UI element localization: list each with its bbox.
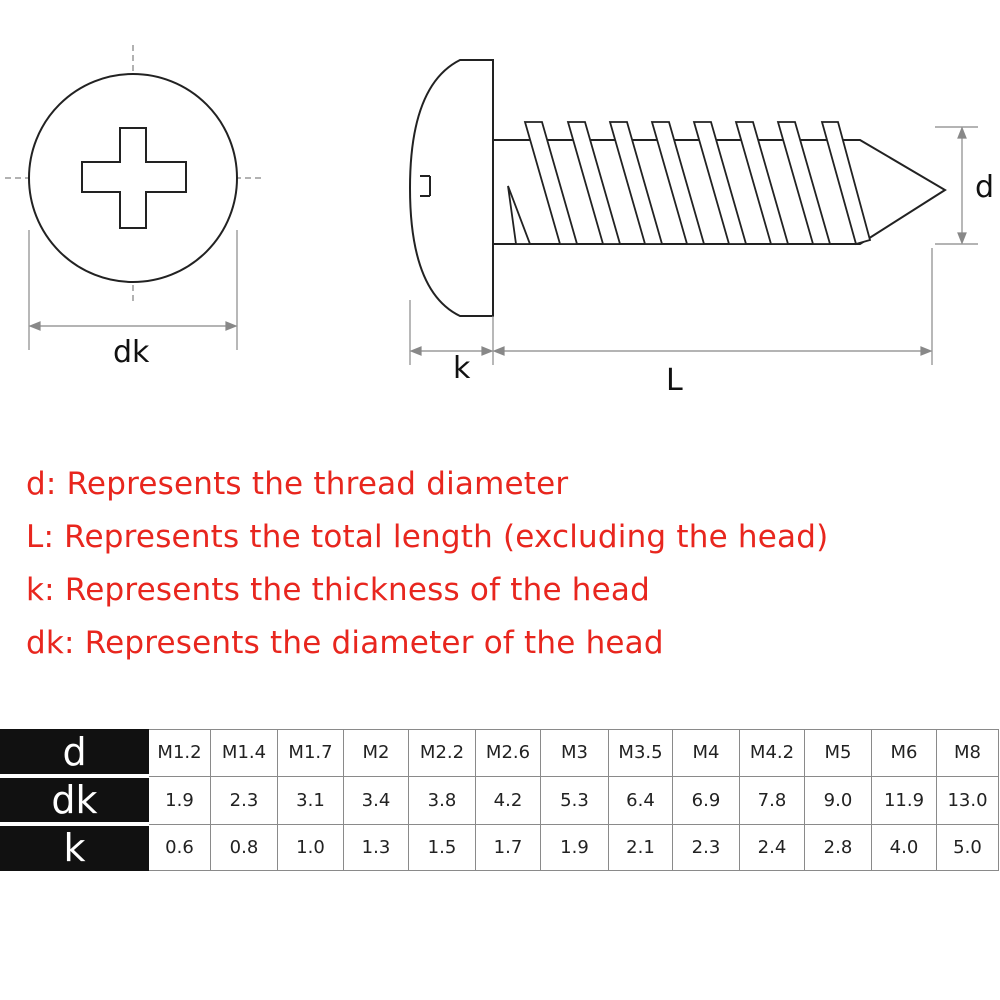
row-header-dk: dk xyxy=(0,775,149,826)
table-cell: 4.0 xyxy=(871,823,937,871)
table-cell: 2.4 xyxy=(739,823,805,871)
table-cell: M1.2 xyxy=(148,729,211,777)
table-cell: 2.3 xyxy=(672,823,740,871)
table-cell: M1.4 xyxy=(210,729,278,777)
table-cell: 4.2 xyxy=(475,775,541,825)
table-cell: 1.9 xyxy=(540,823,609,871)
screw-threads xyxy=(507,121,872,246)
table-cell: M2.2 xyxy=(408,729,476,777)
table-cell: M4.2 xyxy=(739,729,805,777)
table-cell: 5.0 xyxy=(936,823,999,871)
dk-label: dk xyxy=(113,335,150,370)
table-cell: 5.3 xyxy=(540,775,609,825)
table-cell: 9.0 xyxy=(804,775,872,825)
screw-side-view xyxy=(408,59,947,317)
table-cell: M2 xyxy=(343,729,409,777)
phillips-cross-recess xyxy=(81,127,187,229)
table-cell: 1.9 xyxy=(148,775,211,825)
table-cell: 0.6 xyxy=(148,823,211,871)
table-cell: 6.9 xyxy=(672,775,740,825)
table-cell: 13.0 xyxy=(936,775,999,825)
table-cell: 11.9 xyxy=(871,775,937,825)
table-cell: 0.8 xyxy=(210,823,278,871)
k-and-l-dimension-lines xyxy=(409,248,933,365)
table-cell: M4 xyxy=(672,729,740,777)
table-cell: 3.4 xyxy=(343,775,409,825)
row-header-k: k xyxy=(0,823,149,871)
screw-head-top-view xyxy=(5,45,262,305)
legend-d: d: Represents the thread diameter xyxy=(26,466,569,502)
legend: d: Represents the thread diameter L: Rep… xyxy=(26,458,1000,670)
table-cell: M6 xyxy=(871,729,937,777)
legend-dk: dk: Represents the diameter of the head xyxy=(26,625,664,661)
table-cell: 7.8 xyxy=(739,775,805,825)
table-cell: M5 xyxy=(804,729,872,777)
table-cell: 2.8 xyxy=(804,823,872,871)
d-label: d xyxy=(975,170,994,205)
legend-k: k: Represents the thickness of the head xyxy=(26,572,650,608)
screw-drawing: dk k L xyxy=(5,45,994,398)
table-cell: 3.8 xyxy=(408,775,476,825)
table-cell: 1.3 xyxy=(343,823,409,871)
table-cell: M3.5 xyxy=(608,729,673,777)
table-cell: 2.3 xyxy=(210,775,278,825)
table-cell: M8 xyxy=(936,729,999,777)
d-dimension-line xyxy=(935,126,978,245)
table-cell: M3 xyxy=(540,729,609,777)
legend-l: L: Represents the total length (excludin… xyxy=(26,519,829,555)
table-cell: 3.1 xyxy=(277,775,344,825)
table-cell: M2.6 xyxy=(475,729,541,777)
table-cell: 2.1 xyxy=(608,823,673,871)
l-label: L xyxy=(666,363,683,398)
table-cell: 1.7 xyxy=(475,823,541,871)
table-cell: 1.5 xyxy=(408,823,476,871)
k-label: k xyxy=(453,351,471,386)
table-cell: 1.0 xyxy=(277,823,344,871)
pan-head-profile xyxy=(408,59,494,317)
table-cell: M1.7 xyxy=(277,729,344,777)
table-cell: 6.4 xyxy=(608,775,673,825)
dk-dimension-line xyxy=(28,230,238,350)
row-header-d: d xyxy=(0,729,149,778)
